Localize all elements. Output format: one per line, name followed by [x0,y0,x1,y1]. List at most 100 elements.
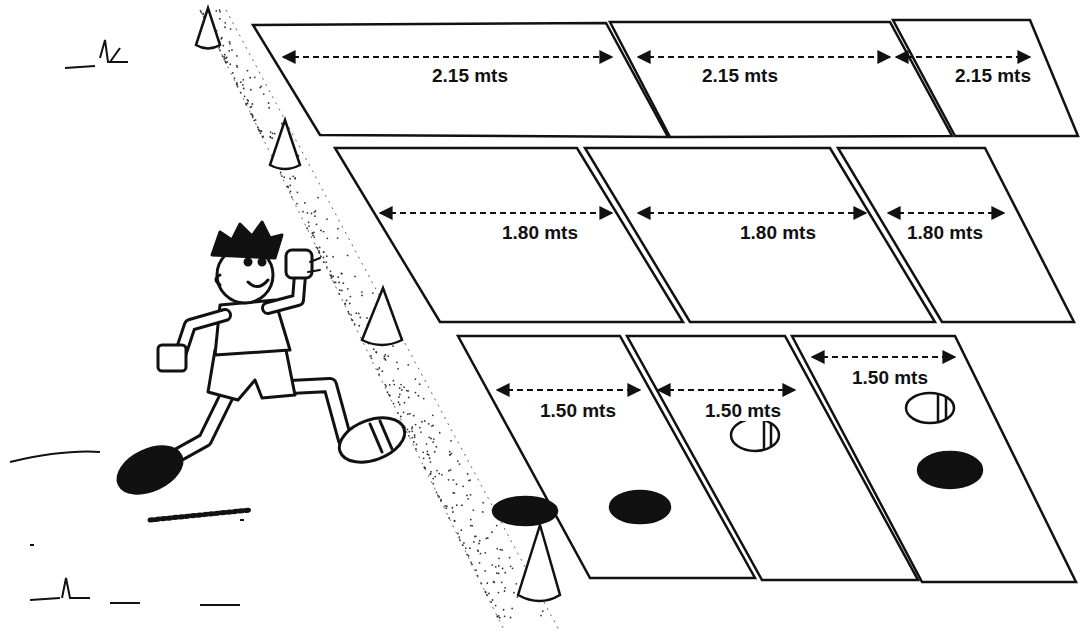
dimension-label: 2.15 mts [430,66,510,87]
lane-dot [415,392,417,394]
lane-dot [414,378,416,380]
lane-dot [504,615,506,617]
lane-dot [387,391,389,393]
lane-dot [230,28,232,30]
lane-dot [413,441,415,443]
lane-dot [352,319,354,321]
lane-dot [416,443,418,445]
lane-dot [319,247,321,249]
lane-dot [421,421,423,423]
running-boy [111,222,411,520]
lane-dot [229,43,231,45]
lane-dot [428,423,430,425]
lane-dot [430,473,432,475]
lane-dot [456,483,458,485]
lane-dot [462,544,464,546]
lane-dot [408,397,410,399]
lane-dot [419,427,421,429]
lane-dot [510,617,512,619]
lane-dot [307,212,309,214]
lane-dot [408,431,410,433]
lane-dot [433,438,435,440]
lane-dot [234,77,236,79]
lane-dot [220,38,222,40]
lane-dot [308,225,310,227]
lane-dot [490,601,492,603]
lane-dot [258,128,260,130]
lane-dot [350,296,352,298]
lane-dot [480,583,482,585]
lane-dot [247,100,249,102]
lane-dot [313,236,315,238]
lane-dot [389,384,391,386]
lane-dot [268,102,270,104]
footprints [493,393,982,525]
lane-dot [436,470,438,472]
lane-dot [496,525,498,527]
lane-dot [542,610,544,612]
lane-dot [411,428,413,430]
lane-dot [493,581,495,583]
lane-dot [467,473,469,475]
lane-dot [446,505,448,507]
lane-dot [281,175,283,177]
lane-dot [486,594,488,596]
lane-dot [460,529,462,531]
lane-dot [355,312,357,314]
lane-dot [415,424,417,426]
lane-dot [438,473,440,475]
lane-dot [250,89,252,91]
lane-dot [255,119,257,121]
lane-dot [429,473,431,475]
lane-dot [270,137,272,139]
dimension-label: 1.80 mts [905,223,985,244]
lane-dot [375,351,377,353]
lane-dot [389,395,391,397]
lane-dot [240,92,242,94]
lane-dot [462,485,464,487]
lane-dot [384,384,386,386]
lane-dot [479,562,481,564]
lane-dot [312,233,314,235]
lane-dot [432,483,434,485]
lane-dot [472,509,474,511]
lane-dot [222,55,224,57]
lane-dot [426,453,428,455]
lane-dot [467,498,469,500]
lane-dot [225,58,227,60]
lane-dot [372,292,374,294]
lane-dot [330,270,332,272]
lane-dot [297,191,299,193]
lane-dot [289,178,291,180]
lane-dot [231,49,233,51]
lane-dot [269,136,271,138]
lane-dot [393,403,395,405]
lane-dot [296,203,298,205]
lane-dot [413,415,415,417]
lane-dot [426,443,428,445]
lane-dot [354,276,356,278]
lane-dot [339,289,341,291]
lane-dot [259,87,261,89]
lane-dot [332,275,334,277]
lane-dot [453,520,455,522]
lane-dot [260,132,262,134]
lane-dot [480,553,482,555]
lane-dot [304,202,306,204]
lane-dot [294,177,296,179]
lane-dot [240,81,242,83]
lane-dot [496,548,498,550]
cones [196,8,560,601]
lane-dot [219,11,221,13]
lane-dot [502,568,504,570]
lane-dot [254,76,256,78]
dimension-label: 1.50 mts [850,368,930,389]
lane-dot [268,107,270,109]
lane-dot [373,348,375,350]
lane-dot [450,469,452,471]
lane-dot [456,504,458,506]
lane-dot [384,355,386,357]
lane-dot [311,213,313,215]
lane-dot [351,319,353,321]
